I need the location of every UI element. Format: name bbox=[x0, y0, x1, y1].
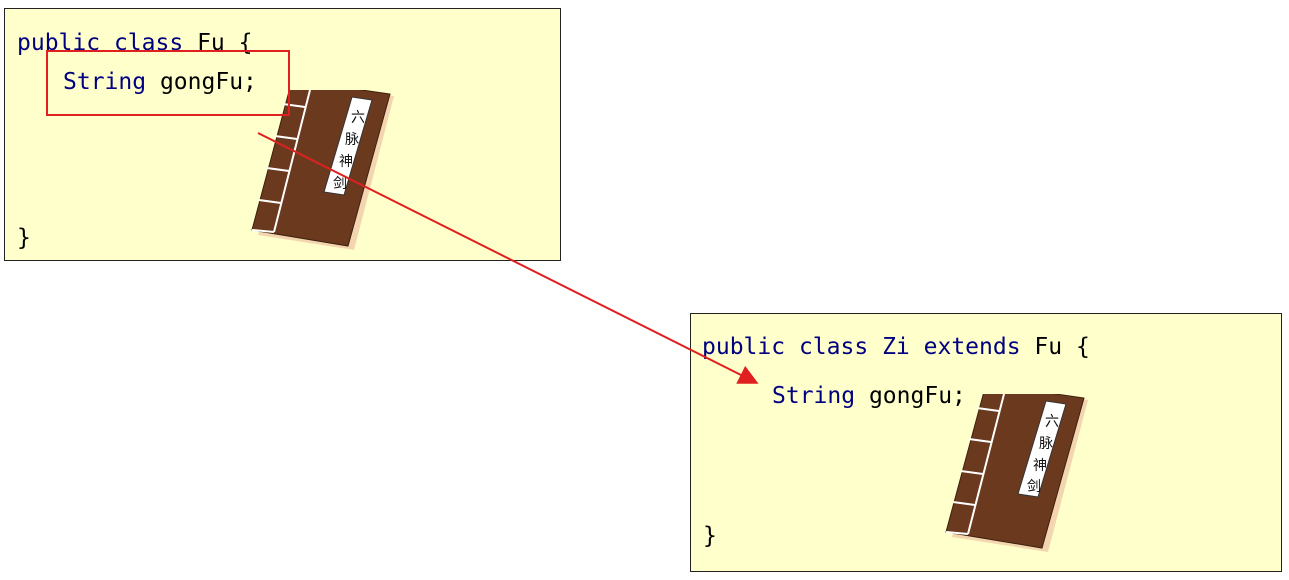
child-class-declaration: public class Zi extends Fu { bbox=[702, 332, 1090, 362]
field-type: String bbox=[63, 69, 147, 95]
parent-class-name: Fu bbox=[1034, 334, 1063, 360]
open-brace: { bbox=[1075, 334, 1090, 360]
keyword-extends: extends bbox=[923, 334, 1021, 360]
parent-close-brace: } bbox=[17, 225, 31, 251]
keyword-class: class bbox=[798, 334, 869, 360]
book-title-char-3: 神 bbox=[339, 154, 353, 170]
field-type: String bbox=[772, 383, 856, 409]
book-title-char-3: 神 bbox=[1033, 458, 1047, 474]
book-title-char-1: 六 bbox=[1045, 414, 1059, 430]
child-close-brace: } bbox=[703, 523, 717, 549]
field-name: gongFu; bbox=[868, 383, 966, 409]
book-title-char-1: 六 bbox=[351, 110, 365, 126]
book-title-char-2: 脉 bbox=[1039, 436, 1053, 452]
keyword-public: public bbox=[702, 334, 786, 360]
parent-field-declaration: String gongFu; bbox=[63, 67, 257, 97]
martial-arts-manual-icon: 六 脉 神 剑 bbox=[945, 394, 1088, 552]
class-name: Zi bbox=[882, 334, 910, 360]
child-field-declaration: String gongFu; bbox=[772, 381, 966, 411]
book-title-char-4: 剑 bbox=[333, 176, 347, 192]
field-highlight-box bbox=[46, 50, 290, 116]
field-name: gongFu; bbox=[159, 69, 257, 95]
open-brace: { bbox=[238, 30, 253, 56]
book-title-char-2: 脉 bbox=[345, 132, 359, 148]
book-title-char-4: 剑 bbox=[1027, 479, 1041, 495]
